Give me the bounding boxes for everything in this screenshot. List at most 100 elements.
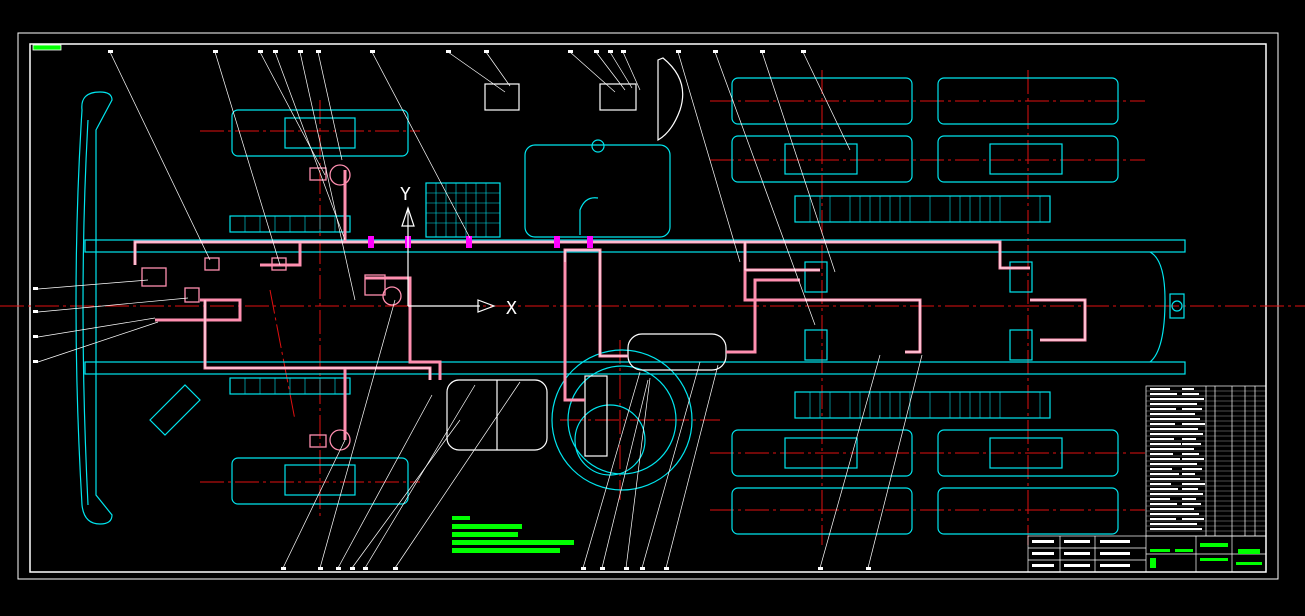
parts-row-text [1182, 503, 1201, 505]
tow-hook [1169, 293, 1185, 319]
parts-row-text [1150, 413, 1183, 415]
technical-notes [452, 516, 574, 553]
tow-hook-pin [1171, 300, 1183, 312]
fuel-tank [524, 144, 671, 238]
title-block-text-marks [1032, 388, 1205, 567]
air-tanks [446, 57, 727, 457]
slack-adjuster-bottom [309, 434, 327, 448]
parts-row-text [1182, 433, 1203, 435]
front-hub-left [284, 117, 356, 149]
note-line-1 [452, 524, 522, 529]
frame-rail-bottom [84, 361, 1186, 375]
rear-hub-top-2 [989, 143, 1063, 175]
parts-row-text [1150, 528, 1190, 530]
parts-row-text [1150, 398, 1184, 400]
note-line-3 [452, 540, 574, 545]
detail-view-fitting-2 [599, 83, 637, 111]
cab-brake-valve [141, 267, 167, 287]
note-line-4 [452, 548, 560, 553]
parts-row-text [1182, 488, 1198, 490]
rear-tyre-bottom-4 [937, 487, 1119, 535]
pipe-cab-feed [260, 242, 302, 267]
steering-arm [149, 384, 201, 436]
inner-border [29, 43, 1267, 573]
front-brake-chamber-top [329, 164, 351, 186]
parts-row-text [1150, 443, 1181, 445]
frame-rail-top [84, 239, 1186, 253]
relay-valve-block [364, 274, 386, 296]
parts-list-table [1145, 385, 1267, 537]
parts-row-text [1150, 473, 1179, 475]
parts-row-text [1182, 438, 1196, 440]
parts-row-text [1182, 468, 1202, 470]
parts-row-text [1150, 513, 1191, 515]
pipe-mid-cross [743, 270, 805, 302]
bumper-inner-line [82, 119, 89, 506]
title-block-cell-text [1032, 540, 1054, 543]
pipe-front-valve [155, 298, 242, 322]
pipe-relay [365, 276, 442, 380]
pipe-tank-mid [726, 278, 800, 354]
detail-view-valve-profile [657, 57, 684, 142]
parts-row-text [1182, 513, 1199, 515]
air-dryer [584, 375, 608, 457]
spring-leaf-ticks [244, 196, 1041, 418]
frame-rear-end [1149, 251, 1166, 363]
front-tyre-left [231, 109, 409, 157]
parts-row-text [1150, 503, 1177, 505]
parts-row-text [1182, 423, 1205, 425]
battery-box [425, 182, 501, 238]
cab-front-bumper [75, 91, 113, 525]
pressure-switch [271, 257, 287, 271]
parts-row-text [1150, 418, 1190, 420]
rear-hub-bottom-1 [784, 437, 858, 469]
parts-row-text [1150, 463, 1187, 465]
chassis-outline [75, 77, 1186, 535]
title-block-cell-text [1032, 564, 1054, 567]
spare-wheel-outer [551, 349, 693, 491]
title-block-cell-text [1100, 564, 1130, 567]
parts-row-text [1182, 518, 1204, 520]
parts-row-text [1182, 463, 1197, 465]
parts-row-text [1182, 403, 1197, 405]
detail-view-fitting-1 [484, 83, 520, 111]
parts-row-text [1150, 478, 1186, 480]
parts-row-text [1182, 498, 1196, 500]
parts-row-text [1182, 458, 1204, 460]
parts-row-text [1150, 403, 1191, 405]
parts-row-text [1150, 393, 1177, 395]
drawing-code-box [32, 44, 62, 51]
front-relay-valve [204, 257, 220, 271]
parts-row-text [1182, 523, 1197, 525]
parts-row-text [1150, 498, 1170, 500]
parts-row-text [1150, 523, 1183, 525]
rear-spring-top [794, 195, 1051, 223]
parts-row-text [1150, 423, 1175, 425]
parts-row-text [1150, 483, 1171, 485]
brake-components [141, 164, 402, 451]
rear-tyre-top-1 [731, 77, 913, 125]
axis-y-label: Y [400, 184, 411, 205]
parts-row-text [1150, 488, 1178, 490]
brake-chamber-rear-top [1009, 261, 1033, 293]
front-tyre-right [231, 457, 409, 505]
parts-row-text [1150, 468, 1172, 470]
battery-box-grid [426, 183, 500, 237]
parts-row-text [1182, 393, 1199, 395]
rear-hub-top-1 [784, 143, 858, 175]
rear-tyre-top-3 [937, 77, 1119, 125]
centerlines [0, 70, 1305, 545]
title-block-cell-text [1100, 540, 1130, 543]
brake-chamber-mid-top [804, 261, 828, 293]
parts-row-text [1150, 433, 1189, 435]
balloon-markers [33, 50, 871, 570]
title-block-cell-text [1064, 540, 1090, 543]
parts-row-text [1182, 508, 1194, 510]
title-block-cell-text [1032, 552, 1054, 555]
rear-tyre-top-2 [731, 135, 913, 183]
brake-valve [382, 286, 402, 306]
parts-row-text [1150, 518, 1176, 520]
parts-row-text [1150, 408, 1176, 410]
fuel-filler-cap [591, 139, 605, 153]
